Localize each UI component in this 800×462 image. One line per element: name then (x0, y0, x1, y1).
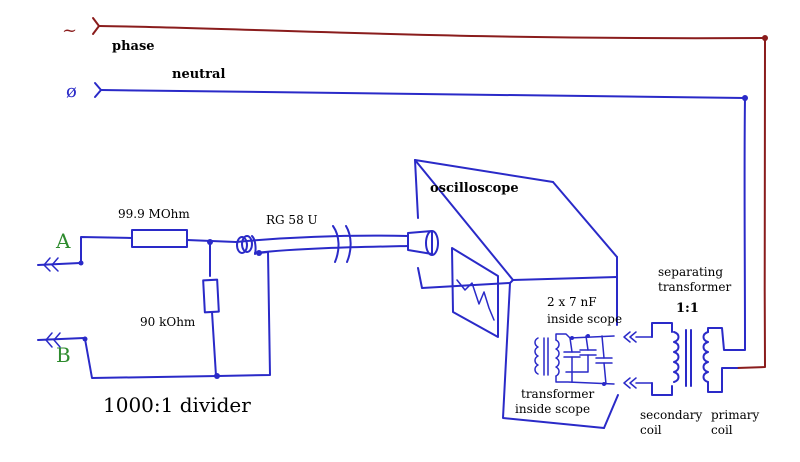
capacitors-label: 2 x 7 nF (547, 295, 597, 309)
resistor-90-kohm (202, 278, 220, 314)
separating-label-1: separating (658, 265, 723, 279)
secondary-coil-label-1: secondary (640, 408, 703, 422)
oscilloscope-title: oscilloscope (430, 181, 519, 196)
terminal-b-label: B (56, 343, 71, 367)
scope-transformer-label: transformer (521, 387, 594, 401)
neutral-line (94, 82, 748, 351)
divider-junction-bottom (214, 373, 220, 379)
divider-caption: 1000:1 divider (103, 393, 251, 417)
separating-ratio: 1:1 (676, 301, 699, 316)
bnc-connector (407, 230, 439, 256)
primary-coil-label-1: primary (711, 408, 760, 422)
neutral-label: neutral (172, 67, 225, 82)
scope-transformer-note: inside scope (515, 402, 590, 416)
phase-line (92, 17, 768, 369)
divider-wiring (80, 236, 271, 379)
separating-label-2: transformer (658, 280, 731, 294)
oscilloscope-screen (451, 247, 499, 338)
resistor-bottom-label: 90 kOhm (140, 315, 196, 329)
scope-capacitors (563, 334, 613, 386)
coax-cable (235, 225, 409, 263)
terminal-a-probe (37, 257, 84, 272)
oscilloscope-body (414, 159, 619, 429)
neutral-junction (742, 95, 748, 101)
terminal-b-probe (37, 332, 88, 348)
terminal-a-label: A (55, 229, 71, 253)
cable-label: RG 58 U (266, 213, 318, 227)
scope-input-transformer (534, 333, 615, 385)
neutral-drop-wire (734, 97, 746, 351)
phase-wire (98, 25, 766, 40)
secondary-coil-label-2: coil (640, 423, 662, 437)
neutral-symbol: ø (66, 81, 77, 102)
phase-symbol: ~ (62, 20, 77, 41)
resistor-99-9-mohm (131, 229, 188, 248)
separating-transformer (651, 322, 738, 396)
phase-junction (762, 35, 768, 41)
scope-power-inlet (623, 331, 653, 389)
phase-drop-wire (736, 37, 767, 369)
neutral-wire (100, 89, 746, 99)
capacitors-note: inside scope (547, 312, 622, 326)
primary-coil-label-2: coil (711, 423, 733, 437)
resistor-top-label: 99.9 MOhm (118, 207, 190, 221)
divider-junction-top (207, 239, 213, 245)
phase-label: phase (112, 39, 155, 54)
